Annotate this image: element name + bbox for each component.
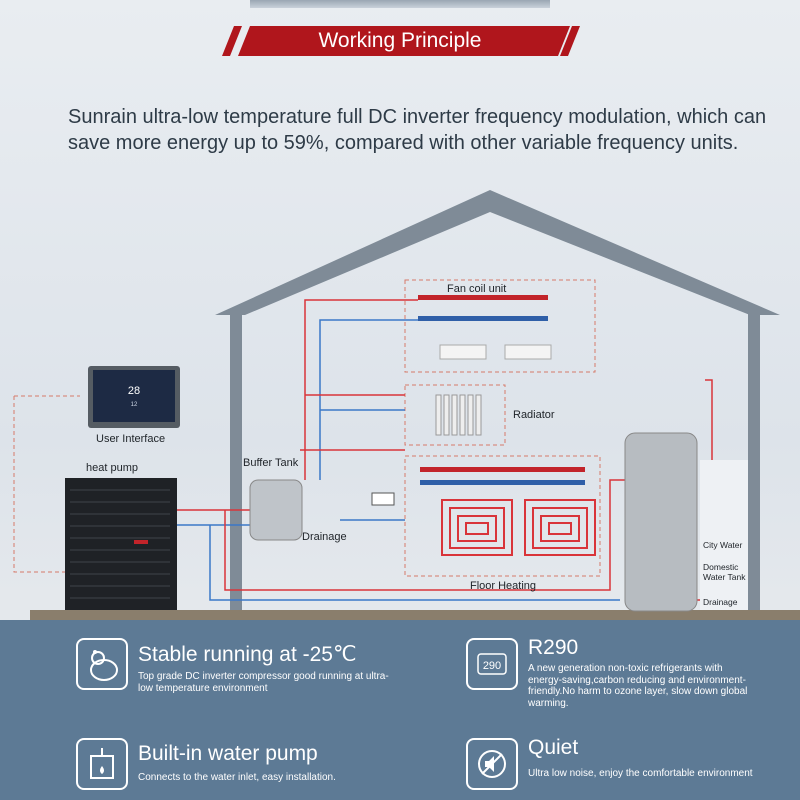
floor-coil-2 (524, 499, 596, 556)
floor-heating-box (404, 455, 601, 577)
intro-paragraph: Sunrain ultra-low temperature full DC in… (68, 106, 767, 154)
ground-strip (30, 610, 800, 620)
feature-desc: Ultra low noise, enjoy the comfortable e… (528, 768, 753, 779)
buffer-tank-vessel (249, 479, 303, 541)
working-principle-diagram: 28 12 Fan coil unit Radiator User Interf… (0, 180, 800, 620)
banner-shape (222, 26, 580, 56)
feature-title: Quiet (528, 736, 579, 759)
r290-badge-text: 290 (483, 660, 501, 672)
fan-coil-unit-2 (504, 344, 552, 360)
label-radiator: Radiator (513, 409, 555, 421)
ui-screen-subvalue: 12 (131, 402, 138, 408)
fan-coil-hot-pipe (418, 295, 548, 300)
radiator-box (404, 384, 506, 446)
mute-speaker-icon (466, 738, 518, 790)
house-wall-right (748, 310, 760, 610)
heat-pump-unit (65, 478, 177, 610)
domestic-water-tank-vessel (624, 432, 698, 612)
feature-title: Built-in water pump (138, 742, 318, 765)
bear-icon (76, 638, 128, 690)
house-wall-left (230, 310, 242, 610)
r290-icon: 290 (466, 638, 518, 690)
water-pump-icon (76, 738, 128, 790)
feature-desc: Top grade DC inverter compressor good ru… (138, 671, 389, 694)
house-roof (215, 190, 780, 315)
banner-title: Working Principle (318, 29, 482, 52)
ui-screen-value: 28 (128, 385, 140, 397)
fan-coil-cold-pipe (418, 316, 548, 321)
tank-label-panel (700, 460, 748, 610)
label-city-water: City Water (703, 540, 743, 550)
label-heat-pump: heat pump (86, 462, 138, 474)
floor-coil-1 (441, 499, 513, 556)
feature-title: Stable running at -25℃ (138, 643, 357, 666)
label-buffer-tank: Buffer Tank (243, 457, 299, 469)
feature-title: R290 (528, 636, 579, 659)
fan-coil-unit-1 (439, 344, 487, 360)
section-banner: Working Principle (220, 22, 580, 60)
features-panel: Stable running at -25℃ Top grade DC inve… (0, 620, 800, 800)
label-floor-heating: Floor Heating (470, 580, 537, 592)
label-fan-coil-unit: Fan coil unit (447, 283, 507, 295)
feature-desc: A new generation non-toxic refrigerants … (528, 663, 748, 709)
house-system-illustration: 28 12 (13, 190, 800, 620)
fan-coil-box (404, 279, 596, 373)
label-domestic-water-tank: Domestic Water Tank (703, 562, 746, 582)
label-drainage-tank: Drainage (703, 597, 738, 607)
radiator-unit (435, 394, 482, 436)
label-user-interface: User Interface (96, 433, 166, 445)
top-decor-band (250, 0, 550, 8)
label-drainage-buffer: Drainage (302, 531, 347, 543)
feature-desc: Connects to the water inlet, easy instal… (138, 772, 336, 783)
